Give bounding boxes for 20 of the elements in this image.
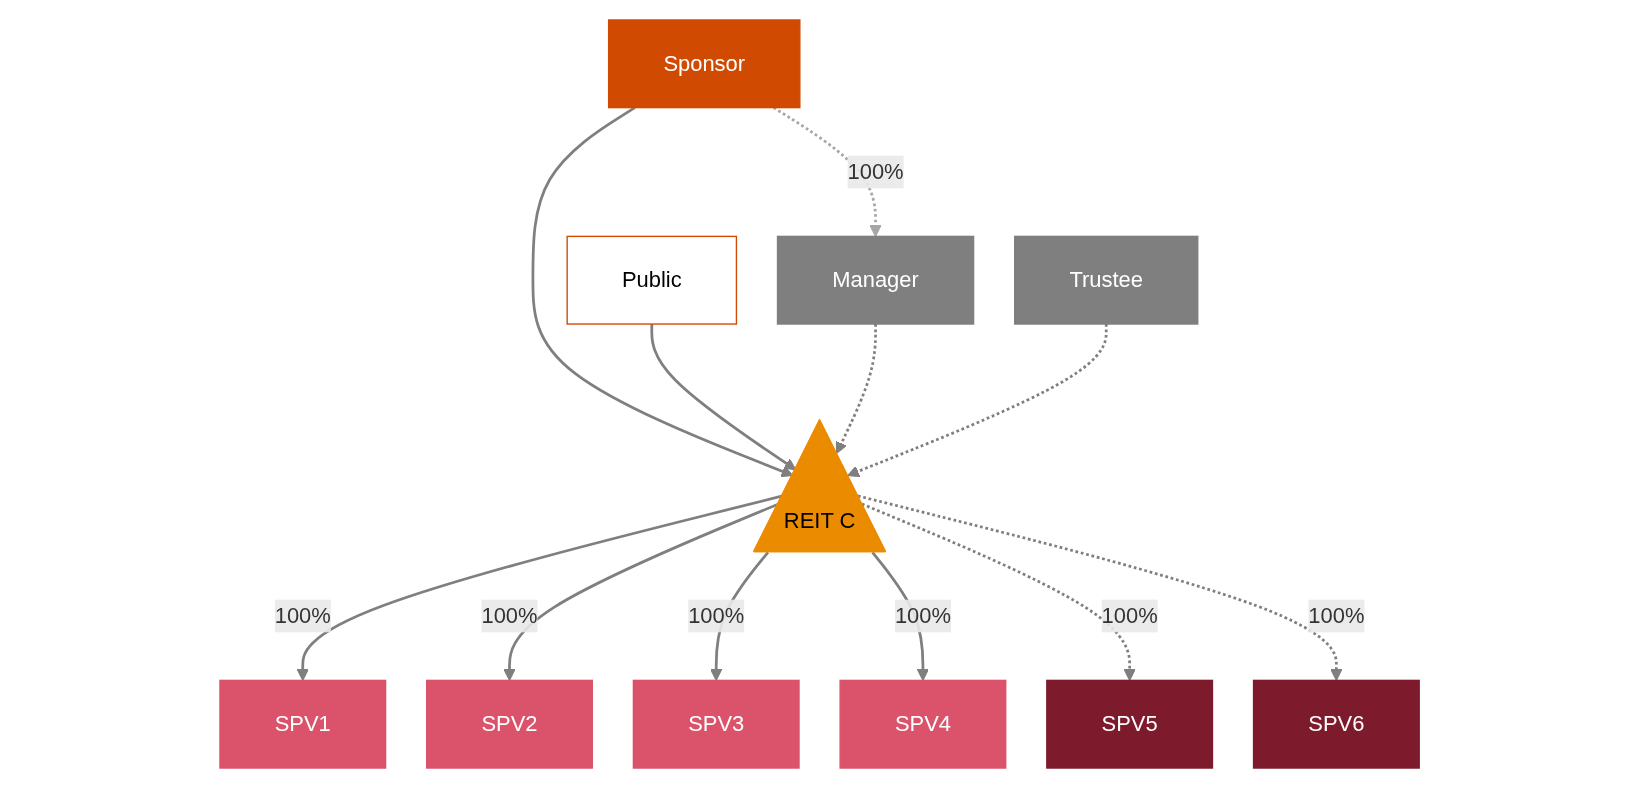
node-box: SPV3 <box>633 679 801 769</box>
node-box: Sponsor <box>608 18 801 108</box>
node-box: SPV1 <box>219 679 387 769</box>
edge-label: 100% <box>847 159 904 183</box>
arrow <box>650 323 797 470</box>
edge-label: 100% <box>481 603 538 627</box>
node-box: SPV2 <box>426 679 594 769</box>
node-box: Public <box>566 235 738 325</box>
node-box: SPV6 <box>1253 679 1421 769</box>
node-box: Trustee <box>1014 235 1199 325</box>
edge-label: 100% <box>1308 603 1365 627</box>
arrow <box>847 323 1108 477</box>
node-box: SPV5 <box>1046 679 1214 769</box>
edge-label: 100% <box>275 603 332 627</box>
node-box: Manager <box>777 235 975 325</box>
node-box: SPV4 <box>839 679 1007 769</box>
edge-label: 100% <box>688 603 745 627</box>
edge-label: 100% <box>1102 603 1159 627</box>
edge-label: 100% <box>895 603 952 627</box>
arrow <box>836 323 878 454</box>
